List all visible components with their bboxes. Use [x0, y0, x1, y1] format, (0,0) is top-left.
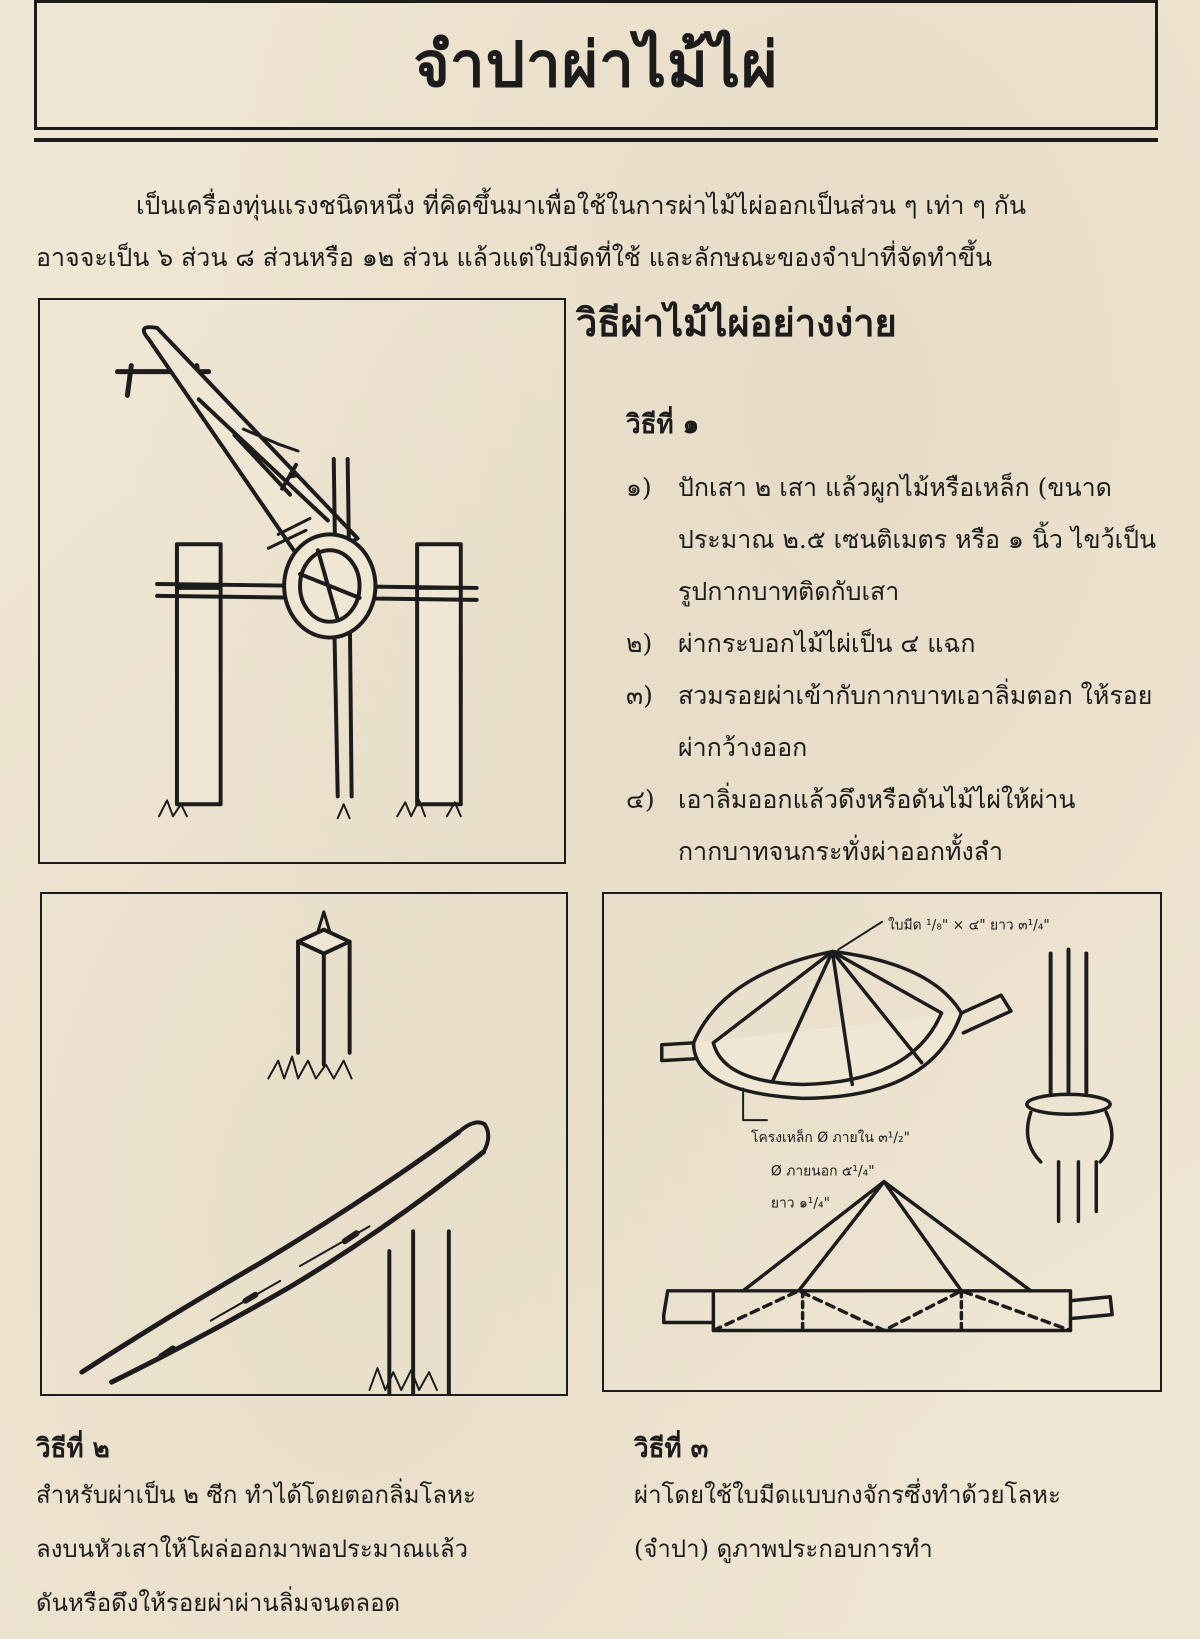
frame-inner-diameter-label: โครงเหล็ก Ø ภายใน ๓¹/₂" — [751, 1128, 910, 1146]
method-2-text: สำหรับผ่าเป็น ๒ ซีก ทำได้โดยตอกลิ่มโลหะ … — [36, 1468, 596, 1630]
step-number: ๒) — [626, 629, 653, 658]
method-1-label: วิธีที่ ๑ — [626, 410, 700, 440]
step-text: เอาลิ่มออกแล้วดึงหรือดันไม้ไผ่ให้ผ่านกาก… — [678, 785, 1076, 866]
intro-paragraph: เป็นเครื่องทุ่นแรงชนิดหนึ่ง ที่คิดขึ้นมา… — [36, 180, 1166, 284]
method-2-line: สำหรับผ่าเป็น ๒ ซีก ทำได้โดยตอกลิ่มโลหะ — [36, 1481, 476, 1509]
section-heading: วิธีผ่าไม้ไผ่อย่างง่าย — [576, 301, 897, 345]
method-2-line: ดันหรือดึงให้รอยผ่าผ่านลิ่มจนตลอด — [36, 1589, 401, 1617]
step-text: ผ่ากระบอกไม้ไผ่เป็น ๔ แฉก — [678, 629, 976, 658]
step-number: ๑) — [626, 473, 652, 502]
bamboo-split-crossbar-illustration — [114, 325, 479, 820]
method-1-step: ๑) ปักเสา ๒ เสา แล้วผูกไม้หรือเหล็ก (ขนา… — [626, 462, 1166, 618]
step-number: ๔) — [626, 785, 655, 814]
method-1-steps: ๑) ปักเสา ๒ เสา แล้วผูกไม้หรือเหล็ก (ขนา… — [626, 462, 1166, 878]
blade-wheel-diagram: ใบมีด ¹/₈" × ๔" ยาว ๓¹/₄" โครงเหล็ก Ø ภา… — [660, 917, 1114, 1333]
figure-method-3: ใบมีด ¹/₈" × ๔" ยาว ๓¹/₄" โครงเหล็ก Ø ภา… — [602, 892, 1162, 1392]
frame-outer-diameter-label: Ø ภายนอก ๕¹/₄" — [771, 1164, 875, 1180]
title-underline — [34, 138, 1158, 142]
figure-method-2 — [40, 892, 568, 1396]
intro-line-2: อาจจะเป็น ๖ ส่วน ๘ ส่วนหรือ ๑๒ ส่วน แล้ว… — [36, 243, 993, 272]
method-3-text: ผ่าโดยใช้ใบมีดแบบกงจักรซึ่งทำด้วยโลหะ (จ… — [634, 1468, 1174, 1576]
frame-length-label: ยาว ๑¹/₄" — [771, 1195, 830, 1211]
intro-line-1: เป็นเครื่องทุ่นแรงชนิดหนึ่ง ที่คิดขึ้นมา… — [136, 191, 1026, 220]
page-title: จำปาผ่าไม้ไผ่ — [413, 28, 779, 101]
method-2-label: วิธีที่ ๒ — [36, 1434, 110, 1464]
method-3-label: วิธีที่ ๓ — [634, 1434, 709, 1464]
title-box: จำปาผ่าไม้ไผ่ — [34, 0, 1158, 130]
blade-dimension-label: ใบมีด ¹/₈" × ๔" ยาว ๓¹/₄" — [888, 917, 1050, 934]
method-3-line: (จำปา) ดูภาพประกอบการทำ — [634, 1535, 933, 1563]
figure-method-1 — [38, 298, 566, 864]
step-text: สวมรอยผ่าเข้ากับกากบาทเอาลิ่มตอก ให้รอยผ… — [678, 681, 1153, 762]
method-1-step: ๓) สวมรอยผ่าเข้ากับกากบาทเอาลิ่มตอก ให้ร… — [626, 670, 1166, 774]
wedge-post-illustration — [79, 910, 491, 1394]
method-3-line: ผ่าโดยใช้ใบมีดแบบกงจักรซึ่งทำด้วยโลหะ — [634, 1481, 1061, 1509]
step-text: ปักเสา ๒ เสา แล้วผูกไม้หรือเหล็ก (ขนาดปร… — [678, 473, 1157, 606]
step-number: ๓) — [626, 681, 653, 710]
method-1-step: ๒) ผ่ากระบอกไม้ไผ่เป็น ๔ แฉก — [626, 618, 1166, 670]
method-2-line: ลงบนหัวเสาให้โผล่ออกมาพอประมาณแล้ว — [36, 1535, 469, 1563]
method-1-step: ๔) เอาลิ่มออกแล้วดึงหรือดันไม้ไผ่ให้ผ่าน… — [626, 774, 1166, 878]
